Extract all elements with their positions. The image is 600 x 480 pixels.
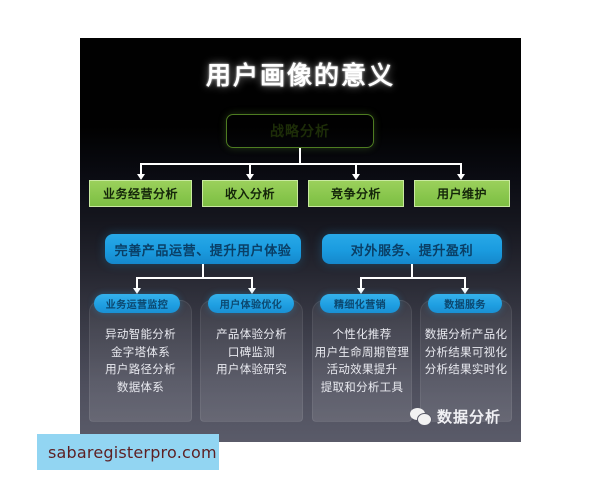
column-header-marketing[interactable]: 精细化营销 [320, 294, 400, 313]
connector-goal1-stem [202, 264, 204, 278]
connector-strategy-bar [140, 163, 460, 165]
list-item: 提取和分析工具 [320, 379, 404, 394]
list-item: 用户体验研究 [216, 362, 287, 376]
wechat-icon [410, 407, 432, 426]
column-header-experience[interactable]: 用户体验优化 [208, 294, 294, 313]
list-item: 金字塔体系 [111, 344, 170, 359]
column-items-4: 数据分析产品化 分析结果可视化 分析结果实时化 [420, 326, 512, 379]
connector-branch-1 [140, 163, 142, 175]
connector-goal2-stem [411, 264, 413, 278]
column-panel-3 [312, 300, 412, 422]
wechat-badge-label: 数据分析 [437, 408, 502, 426]
arrow-icon-7 [357, 288, 365, 294]
connector-goal1-branch-2 [251, 277, 253, 289]
column-items-2: 产品体验分析 口碑监测 用户体验研究 [200, 326, 303, 379]
arrow-icon-1 [137, 174, 145, 180]
list-item: 用户路径分析 [105, 362, 176, 376]
arrow-icon-4 [457, 174, 465, 180]
connector-branch-2 [249, 163, 251, 175]
list-item: 数据体系 [116, 379, 165, 394]
analysis-box-competition[interactable]: 竞争分析 [308, 180, 404, 207]
connector-goal2-branch-2 [464, 277, 466, 289]
strategy-box[interactable]: 战略分析 [226, 114, 374, 148]
analysis-box-retention[interactable]: 用户维护 [414, 180, 510, 207]
column-panel-2 [200, 300, 303, 422]
connector-branch-4 [460, 163, 462, 175]
connector-goal1-bar [136, 277, 252, 279]
connector-goal2-branch-1 [360, 277, 362, 289]
goal-box-product-operations[interactable]: 完善产品运营、提升用户体验 [105, 234, 301, 264]
list-item: 分析结果可视化 [424, 344, 508, 359]
list-item: 异动智能分析 [105, 327, 176, 341]
column-items-3: 个性化推荐 用户生命周期管理 活动效果提升 提取和分析工具 [312, 326, 412, 396]
arrow-icon-2 [246, 174, 254, 180]
column-panel-4 [420, 300, 512, 422]
column-panel-1 [89, 300, 192, 422]
list-item: 产品体验分析 [216, 327, 287, 341]
page-title: 用户画像的意义 [205, 61, 395, 90]
column-header-data-service[interactable]: 数据服务 [428, 294, 502, 313]
column-header-monitoring[interactable]: 业务运营监控 [94, 294, 180, 313]
arrow-icon-5 [133, 288, 141, 294]
connector-strategy-stem [299, 148, 301, 164]
list-item: 数据分析产品化 [424, 327, 508, 341]
list-item: 活动效果提升 [326, 362, 398, 376]
arrow-icon-8 [461, 288, 469, 294]
arrow-icon-3 [352, 174, 360, 180]
list-item: 口碑监测 [227, 344, 276, 359]
watermark-text: sabaregisterpro.com [48, 442, 217, 462]
goal-box-external-service[interactable]: 对外服务、提升盈利 [322, 234, 502, 264]
analysis-box-business[interactable]: 业务经营分析 [89, 180, 192, 207]
list-item: 用户生命周期管理 [314, 344, 410, 359]
list-item: 分析结果实时化 [424, 362, 508, 376]
arrow-icon-6 [248, 288, 256, 294]
watermark-banner: sabaregisterpro.com [37, 434, 219, 470]
connector-goal2-bar [360, 277, 465, 279]
connector-branch-3 [355, 163, 357, 175]
analysis-box-revenue[interactable]: 收入分析 [202, 180, 298, 207]
slide-canvas: 用户画像的意义 战略分析 业务经营分析 收入分析 竞争分析 用户维护 完善产品运… [80, 38, 521, 442]
column-items-1: 异动智能分析 金字塔体系 用户路径分析 数据体系 [89, 326, 192, 396]
wechat-badge: 数据分析 [410, 406, 501, 427]
connector-goal1-branch-1 [136, 277, 138, 289]
list-item: 个性化推荐 [332, 327, 392, 341]
